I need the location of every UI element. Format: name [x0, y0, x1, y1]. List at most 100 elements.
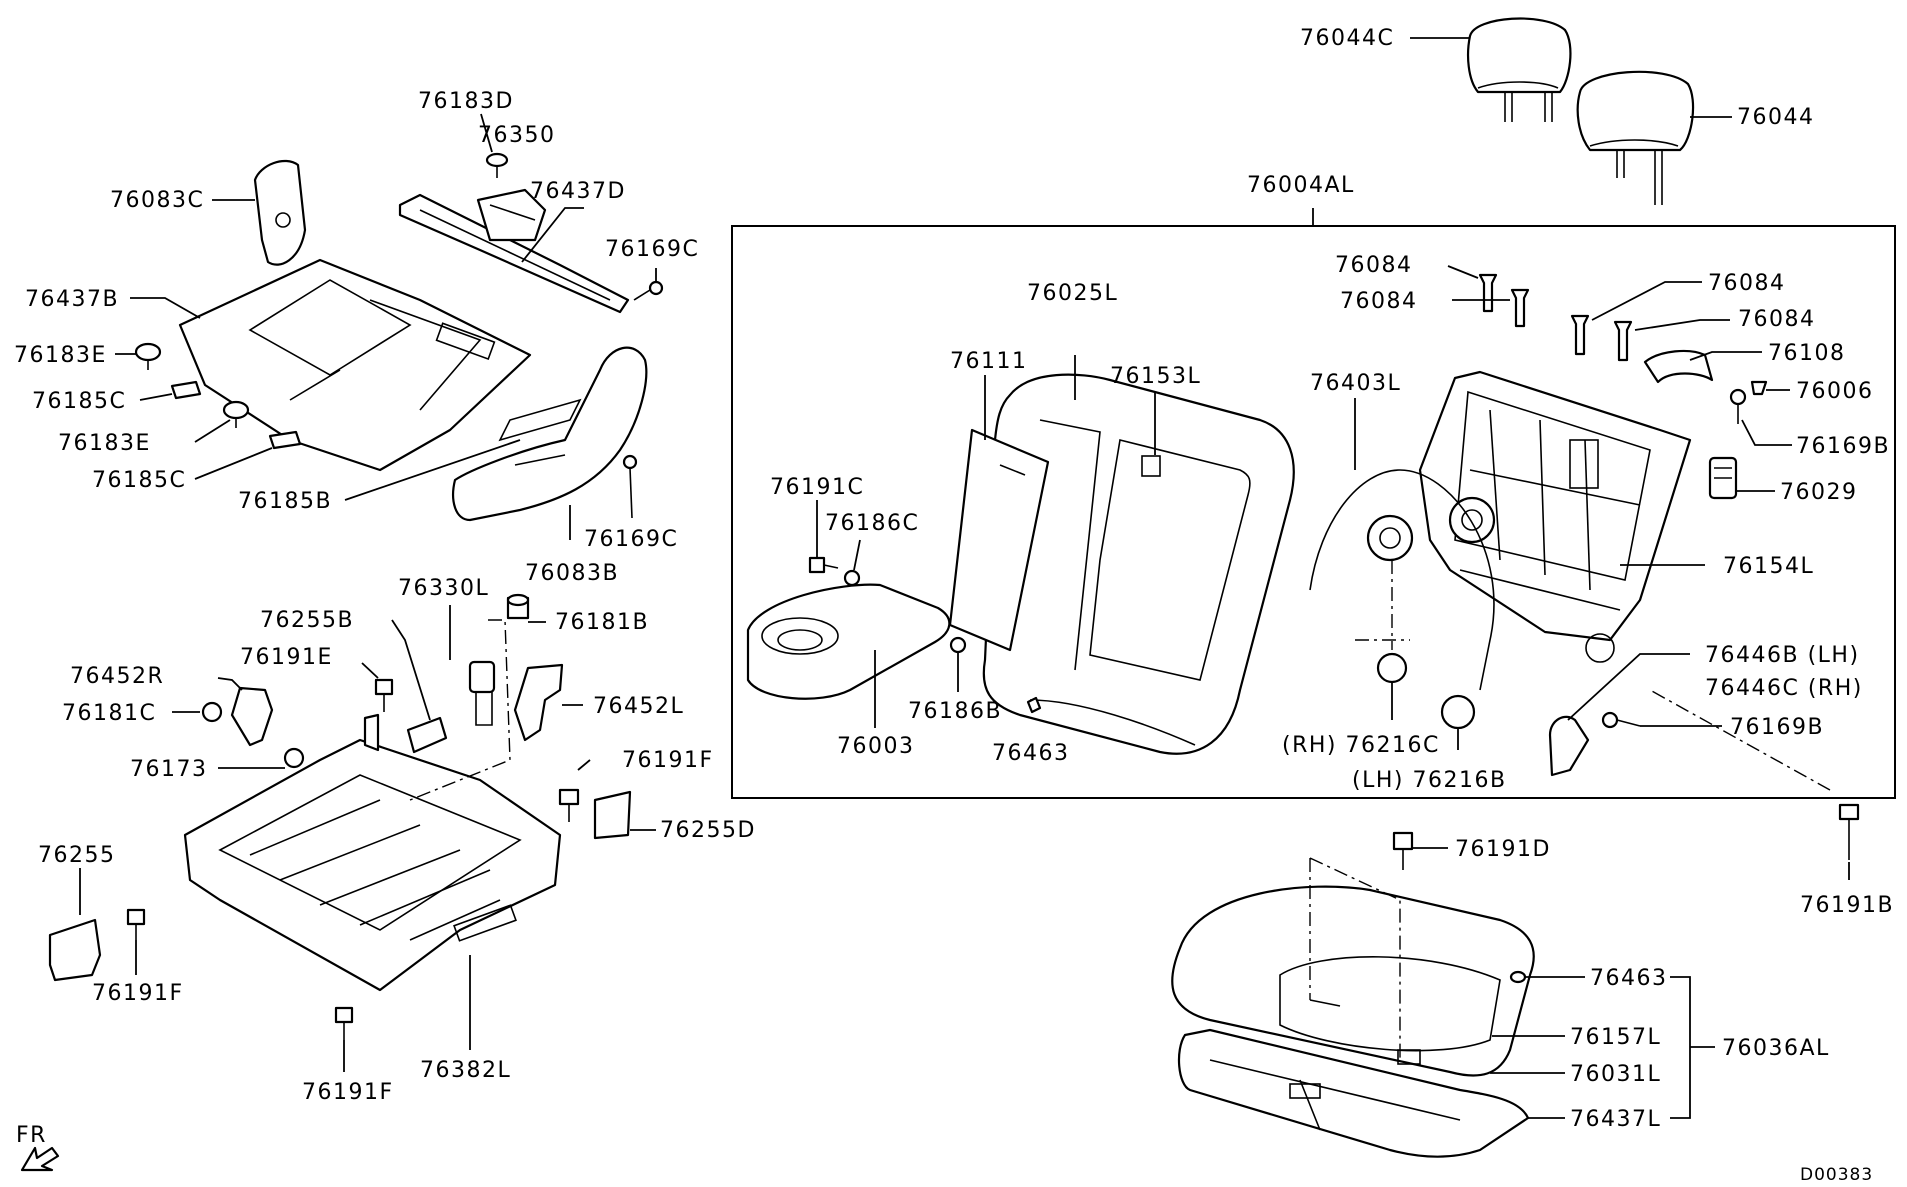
front-arrow-icon [20, 1146, 60, 1172]
seat-pan-76437B [130, 258, 532, 472]
label-76031L: 76031L [1570, 1062, 1661, 1087]
clip-76183D [480, 113, 509, 178]
part-labels: 76044C 76044 76004AL 76183D 76350 76437D… [14, 26, 1894, 1185]
nut-76186B [949, 636, 967, 692]
label-76350: 76350 [478, 123, 556, 148]
hinge-cover-76108 [1643, 349, 1762, 384]
label-76004AL: 76004AL [1247, 173, 1355, 198]
label-76446C: 76446C (RH) [1705, 676, 1863, 701]
screw-76169C-b [622, 454, 638, 519]
bolt-76191B [1649, 689, 1860, 880]
label-76036AL: 76036AL [1722, 1036, 1830, 1061]
label-76003: 76003 [837, 734, 915, 759]
label-76044: 76044 [1737, 105, 1815, 130]
bolt-76181B [506, 593, 546, 623]
cover-76255 [48, 868, 102, 982]
cover-76255D [593, 790, 656, 840]
label-76006: 76006 [1796, 379, 1874, 404]
belt-buckle-76330L [409, 605, 511, 801]
label-76084-b: 76084 [1340, 289, 1418, 314]
label-76029: 76029 [1780, 480, 1858, 505]
bolt-76191F-b [126, 908, 146, 975]
bolt-76191F-a [558, 759, 591, 822]
bracket-76036AL [1670, 976, 1691, 1119]
label-76437D: 76437D [530, 179, 626, 204]
label-76186C: 76186C [825, 511, 919, 536]
label-diagram-code: D00383 [1800, 1165, 1873, 1185]
seat-back-frame-76154L [1418, 370, 1692, 663]
bolt-76191C [808, 500, 839, 574]
label-76255B: 76255B [260, 608, 354, 633]
label-76191B: 76191B [1800, 893, 1894, 918]
label-76437L: 76437L [1570, 1107, 1661, 1132]
screw-76169B-b [1601, 711, 1722, 729]
side-cover-76083B [452, 346, 648, 540]
leader-76185B [344, 439, 521, 501]
label-76183D: 76183D [418, 89, 514, 114]
label-76191F-a: 76191F [622, 748, 714, 773]
seat-rail-76437D [398, 193, 630, 314]
screw-76169B-a [1729, 388, 1792, 446]
headrest-guides-76084 [1447, 265, 1730, 362]
headrest-76044 [1576, 70, 1732, 205]
label-76185B: 76185B [238, 489, 332, 514]
label-76452L: 76452L [593, 694, 684, 719]
seat-cushion-76031L [1171, 885, 1535, 1077]
belt-anchor-76452 [217, 663, 583, 747]
label-76382L: 76382L [420, 1058, 511, 1083]
clip-76006 [1750, 380, 1790, 396]
label-76216C: (RH) 76216C [1282, 733, 1440, 758]
label-76452R: 76452R [70, 664, 164, 689]
label-76169C-b: 76169C [584, 527, 678, 552]
latch-76029 [1708, 456, 1775, 500]
label-fr: FR [16, 1123, 47, 1148]
back-board-76111 [948, 375, 1050, 652]
label-76191F-b: 76191F [92, 981, 184, 1006]
label-76084-d: 76084 [1738, 307, 1816, 332]
label-76330L: 76330L [398, 576, 489, 601]
label-76084-a: 76084 [1335, 253, 1413, 278]
label-76083C: 76083C [110, 188, 204, 213]
label-76403L: 76403L [1310, 371, 1401, 396]
nut-76186C [843, 539, 861, 587]
washer-76173 [218, 747, 305, 769]
label-76255D: 76255D [660, 818, 756, 843]
label-76191E: 76191E [240, 645, 333, 670]
label-76185C-b: 76185C [92, 468, 186, 493]
label-76111: 76111 [950, 349, 1028, 374]
seat-back-assembly-frame [731, 208, 1896, 799]
label-76108: 76108 [1768, 341, 1846, 366]
cover-76350 [476, 188, 547, 242]
bolt-76191E [361, 662, 394, 712]
clip-76463-a [1026, 696, 1042, 714]
label-76446B: 76446B (LH) [1705, 643, 1860, 668]
label-76154L: 76154L [1723, 554, 1814, 579]
label-76084-c: 76084 [1708, 271, 1786, 296]
pads-76185C [139, 380, 302, 480]
label-76181B: 76181B [555, 610, 649, 635]
armrest-76003 [746, 583, 951, 728]
label-76183E-b: 76183E [58, 431, 151, 456]
label-76191C: 76191C [770, 475, 864, 500]
seat-pan-76437L [1177, 1028, 1530, 1158]
label-76173: 76173 [130, 757, 208, 782]
label-76169B-a: 76169B [1796, 434, 1890, 459]
label-76183E-a: 76183E [14, 343, 107, 368]
label-76153L: 76153L [1110, 364, 1201, 389]
label-76044C: 76044C [1300, 26, 1394, 51]
label-76181C: 76181C [62, 701, 156, 726]
clips-76183E [115, 342, 250, 443]
label-76083B: 76083B [525, 561, 619, 586]
screw-76169C-a [633, 268, 664, 301]
back-cushion-76025L [982, 355, 1295, 755]
bolt-76191D [1309, 831, 1448, 1060]
label-76463-b: 76463 [1590, 966, 1668, 991]
label-76025L: 76025L [1027, 281, 1118, 306]
label-76255: 76255 [38, 843, 116, 868]
clip-76463-b [1509, 970, 1585, 984]
label-76157L: 76157L [1570, 1025, 1661, 1050]
label-76191F-c: 76191F [302, 1080, 394, 1105]
hinge-cover-76446 [1548, 653, 1690, 777]
headrest-76044C [1410, 17, 1572, 122]
